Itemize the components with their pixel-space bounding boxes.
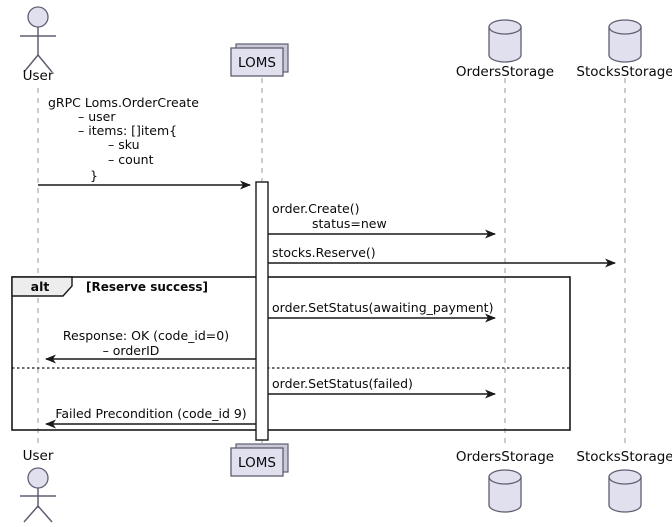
component-box-icon — [230, 447, 284, 477]
message-response-ok[interactable]: Response: OK (code_id=0) – orderID — [45, 328, 256, 364]
participant-label-stocks-storage-bottom: StocksStorage — [576, 449, 672, 465]
database-top-icon — [608, 19, 642, 35]
message-grpc-order-create[interactable]: gRPC Loms.OrderCreate – user – items: []… — [38, 95, 251, 190]
message-label-line-1: order.SetStatus(failed) — [272, 376, 413, 391]
database-top-icon — [488, 469, 522, 485]
database-body-icon — [608, 476, 642, 513]
participant-orders-storage-bottom[interactable]: OrdersStorage — [456, 449, 554, 513]
message-label-line-1: gRPC Loms.OrderCreate — [48, 95, 199, 110]
database-body-icon — [608, 26, 642, 63]
alt-fragment-tag-shape — [11, 276, 73, 297]
message-label-line-6: } — [90, 168, 98, 183]
message-label-line-1: Failed Precondition (code_id 9) — [55, 406, 246, 421]
actor-head-icon — [27, 6, 49, 28]
database-top-icon — [608, 469, 642, 485]
message-label-line-3: – items: []item{ — [78, 123, 177, 138]
alt-fragment-guard-label: [Reserve success] — [86, 280, 208, 294]
participant-orders-storage-top[interactable]: OrdersStorage — [456, 19, 554, 80]
database-body-icon — [488, 476, 522, 513]
participant-user-top[interactable]: User — [20, 6, 56, 84]
component-box-icon — [230, 47, 284, 77]
alt-fragment[interactable]: alt [Reserve success] — [11, 276, 571, 431]
participant-label-user-top: User — [23, 68, 54, 84]
message-label-line-4: – sku — [108, 137, 140, 152]
database-body-icon — [488, 26, 522, 63]
participant-label-orders-storage-top: OrdersStorage — [456, 64, 554, 80]
participant-loms-bottom[interactable]: LOMS — [230, 443, 289, 477]
participant-label-loms-top: LOMS — [238, 55, 276, 71]
message-failed-precondition[interactable]: Failed Precondition (code_id 9) — [45, 406, 256, 429]
alt-fragment-box — [11, 276, 571, 431]
activation-loms — [255, 181, 269, 441]
message-order-create[interactable]: order.Create() status=new — [268, 201, 496, 239]
participant-stocks-storage-bottom[interactable]: StocksStorage — [576, 449, 672, 513]
message-label-line-1: order.Create() — [272, 201, 359, 216]
participant-user-bottom[interactable]: User — [20, 448, 56, 523]
participant-loms-top[interactable]: LOMS — [230, 43, 289, 77]
participant-label-user-bottom: User — [23, 448, 54, 464]
participant-stocks-storage-top[interactable]: StocksStorage — [576, 19, 672, 80]
actor-leg-right-icon — [37, 505, 53, 523]
message-label-line-5: – count — [108, 152, 154, 167]
database-top-icon — [488, 19, 522, 35]
actor-leg-right-icon — [37, 54, 53, 73]
participant-label-loms-bottom: LOMS — [238, 455, 276, 471]
message-set-status-failed[interactable]: order.SetStatus(failed) — [268, 376, 496, 399]
message-label-line-2: status=new — [312, 216, 387, 231]
alt-fragment-tag-label: alt — [31, 279, 50, 294]
message-label-line-2: – orderID — [103, 343, 160, 358]
actor-leg-left-icon — [23, 505, 39, 523]
actor-head-icon — [27, 467, 49, 489]
message-label-line-2: – user — [78, 109, 116, 124]
message-set-status-awaiting-payment[interactable]: order.SetStatus(awaiting_payment) — [268, 300, 496, 323]
actor-leg-left-icon — [23, 54, 39, 73]
activation-bar-loms — [255, 181, 269, 441]
message-label-line-1: Response: OK (code_id=0) — [63, 328, 229, 343]
participant-label-orders-storage-bottom: OrdersStorage — [456, 449, 554, 465]
participant-label-stocks-storage-top: StocksStorage — [576, 64, 672, 80]
message-label-line-1: stocks.Reserve() — [272, 245, 376, 260]
message-stocks-reserve[interactable]: stocks.Reserve() — [268, 245, 616, 268]
message-label-line-1: order.SetStatus(awaiting_payment) — [272, 300, 493, 315]
